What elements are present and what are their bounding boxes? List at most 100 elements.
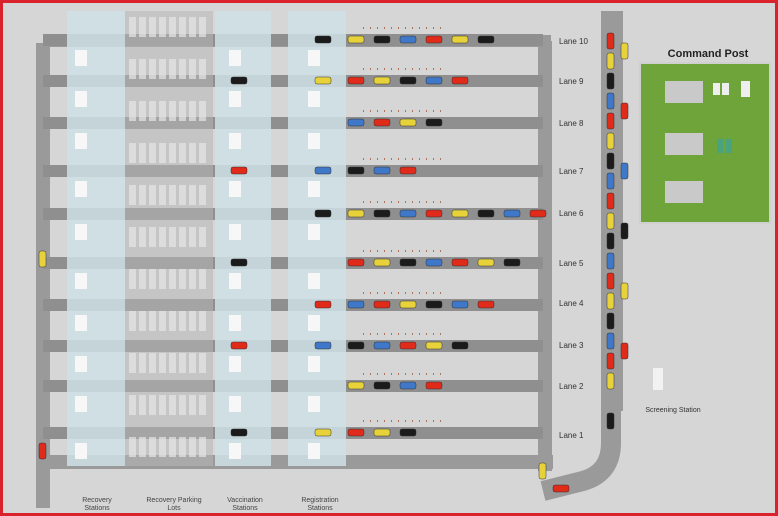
parking-stall	[139, 437, 146, 457]
registration-booth-10	[308, 50, 320, 66]
recovery-booth-10	[75, 50, 87, 66]
car-icon	[620, 162, 629, 180]
command-tent-3	[665, 181, 703, 203]
parking-stall	[189, 227, 196, 247]
registration-booth-4	[308, 315, 320, 331]
parking-stall	[129, 353, 136, 373]
car-icon	[503, 209, 521, 218]
parking-stall	[189, 311, 196, 331]
command-post-title: Command Post	[667, 48, 749, 60]
car-icon	[347, 76, 365, 85]
parking-stall	[149, 353, 156, 373]
car-icon	[606, 292, 615, 310]
parking-stall	[129, 59, 136, 79]
parking-stall	[159, 143, 166, 163]
lane-label-8: Lane 8	[559, 119, 584, 128]
parking-stall	[169, 269, 176, 289]
car-icon	[425, 35, 443, 44]
parking-stall	[169, 17, 176, 37]
car-icon	[314, 341, 332, 350]
parking-stall	[179, 59, 186, 79]
registration-booth-8	[308, 133, 320, 149]
car-icon	[373, 258, 391, 267]
car-icon	[552, 484, 570, 493]
parking-stall	[149, 227, 156, 247]
car-icon	[451, 258, 469, 267]
car-icon	[230, 258, 248, 267]
command-vehicle-5	[726, 139, 732, 153]
parking-stall	[179, 353, 186, 373]
parking-stall	[149, 395, 156, 415]
car-icon	[373, 118, 391, 127]
car-icon	[373, 76, 391, 85]
vaccination-stations-label: Vaccination Stations	[227, 497, 263, 512]
car-icon	[620, 342, 629, 360]
car-icon	[529, 209, 547, 218]
car-icon	[347, 300, 365, 309]
command-post-area	[639, 62, 771, 224]
recovery-booth-3	[75, 356, 87, 372]
lane-label-6: Lane 6	[559, 209, 584, 218]
car-icon	[425, 209, 443, 218]
car-icon	[347, 209, 365, 218]
command-tent-1	[665, 81, 703, 103]
lane-label-2: Lane 2	[559, 382, 584, 391]
lane-label-3: Lane 3	[559, 341, 584, 350]
command-vehicle-3	[741, 81, 750, 97]
command-vehicle-2	[722, 83, 729, 95]
screening-booth	[653, 368, 663, 390]
vaccination-zone	[215, 11, 271, 466]
recovery-booth-9	[75, 91, 87, 107]
parking-stall	[199, 185, 206, 205]
parking-stall	[199, 269, 206, 289]
parking-stall	[139, 101, 146, 121]
car-icon	[451, 209, 469, 218]
car-icon	[451, 35, 469, 44]
parking-stall	[129, 269, 136, 289]
parking-stall	[189, 143, 196, 163]
parking-stall	[189, 269, 196, 289]
parking-stall	[149, 17, 156, 37]
car-icon	[477, 258, 495, 267]
car-icon	[606, 132, 615, 150]
parking-stall	[159, 59, 166, 79]
recovery-booth-1	[75, 443, 87, 459]
parking-stall	[159, 269, 166, 289]
car-icon	[399, 35, 417, 44]
car-icon	[347, 341, 365, 350]
parking-stall	[169, 101, 176, 121]
parking-stall	[179, 185, 186, 205]
recovery-booth-6	[75, 224, 87, 240]
car-icon	[230, 428, 248, 437]
parking-stall	[139, 395, 146, 415]
vaccination-booth-3	[229, 356, 241, 372]
parking-stall	[179, 101, 186, 121]
parking-stall	[129, 395, 136, 415]
registration-booth-9	[308, 91, 320, 107]
recovery-booth-2	[75, 396, 87, 412]
parking-stall	[199, 143, 206, 163]
parking-stall	[169, 143, 176, 163]
car-icon	[606, 72, 615, 90]
parking-stall	[149, 101, 156, 121]
lane-label-1: Lane 1	[559, 431, 584, 440]
car-icon	[38, 442, 47, 460]
parking-stall	[139, 311, 146, 331]
parking-stall	[129, 311, 136, 331]
car-icon	[606, 212, 615, 230]
car-icon	[451, 76, 469, 85]
car-icon	[620, 102, 629, 120]
car-icon	[347, 118, 365, 127]
car-icon	[606, 352, 615, 370]
car-icon	[373, 341, 391, 350]
parking-stall	[199, 59, 206, 79]
registration-booth-3	[308, 356, 320, 372]
car-icon	[606, 372, 615, 390]
parking-stall	[169, 395, 176, 415]
vaccination-booth-9	[229, 91, 241, 107]
car-icon	[373, 35, 391, 44]
car-icon	[477, 300, 495, 309]
car-icon	[399, 300, 417, 309]
parking-stall	[139, 353, 146, 373]
parking-stall	[139, 59, 146, 79]
